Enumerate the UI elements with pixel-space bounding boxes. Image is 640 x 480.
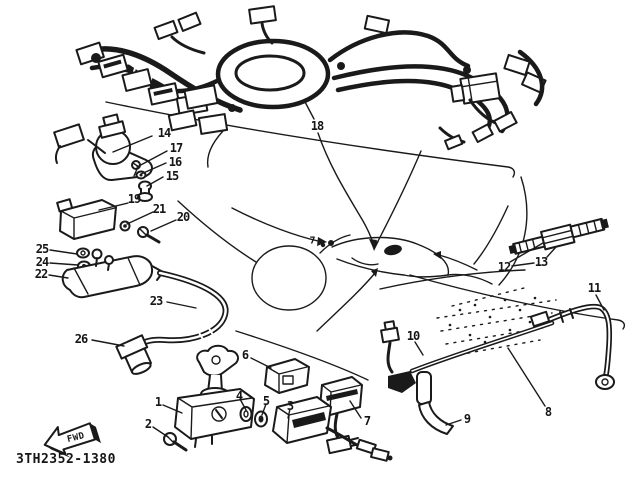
- part-label-26: 26: [74, 332, 88, 346]
- part-label-7: 7: [309, 235, 315, 247]
- part-label-2: 2: [144, 417, 152, 431]
- part-6-relay: [264, 358, 310, 394]
- fwd-arrow: FWD: [43, 422, 101, 458]
- part-12-13-assembly: [508, 217, 609, 255]
- part-label-25: 25: [35, 242, 49, 256]
- part-25-washer: [76, 247, 90, 259]
- fwd-arrow-label: FWD: [66, 431, 86, 445]
- part-label-12: 12: [497, 260, 511, 274]
- part-label-5: 5: [262, 394, 270, 408]
- part-label-20: 20: [176, 210, 190, 224]
- part-1-main-switch: [174, 344, 255, 448]
- part-label-13: 13: [534, 255, 548, 269]
- part-label-9: 9: [463, 412, 471, 426]
- part-11-cable: [529, 303, 615, 390]
- part-10-wire: [380, 320, 555, 405]
- part-label-4: 4: [235, 389, 243, 403]
- part-label-15: 15: [165, 169, 179, 183]
- part-14-horn: [53, 113, 153, 182]
- part-5-washer: [254, 410, 268, 428]
- wiring-harness-illustration: [75, 5, 547, 151]
- part-label-6: 6: [241, 348, 249, 362]
- part-label-1: 1: [154, 395, 162, 409]
- part-label-8: 8: [544, 405, 552, 419]
- part-label-14: 14: [157, 126, 171, 140]
- part-label-23: 23: [149, 294, 163, 308]
- part-label-10: 10: [406, 329, 420, 343]
- part-22-ignition-coil: [61, 248, 164, 299]
- frame-location-sketch: [231, 132, 493, 332]
- part-20-bolt: [137, 226, 161, 244]
- part-4-washer: [239, 406, 253, 422]
- part-3-switch: [272, 396, 393, 462]
- part-label-21: 21: [152, 202, 166, 216]
- part-label-19: 19: [127, 192, 141, 206]
- part-label-3: 3: [286, 399, 294, 413]
- part-26-plug-cap: [115, 334, 152, 375]
- part-9-band: [418, 401, 454, 435]
- part-23-plug-lead: [135, 270, 229, 349]
- part-15-nut: [137, 180, 153, 202]
- part-label-18: 18: [310, 119, 324, 133]
- part-code: 3TH2352-1380: [16, 452, 116, 467]
- part-label-17: 17: [169, 141, 183, 155]
- leader-lines: [48, 99, 605, 438]
- part-label-16: 16: [168, 155, 182, 169]
- part-label-7: 7: [363, 414, 371, 428]
- part-label-11: 11: [587, 281, 601, 295]
- part-label-22: 22: [34, 267, 48, 281]
- part-label-24: 24: [35, 255, 49, 269]
